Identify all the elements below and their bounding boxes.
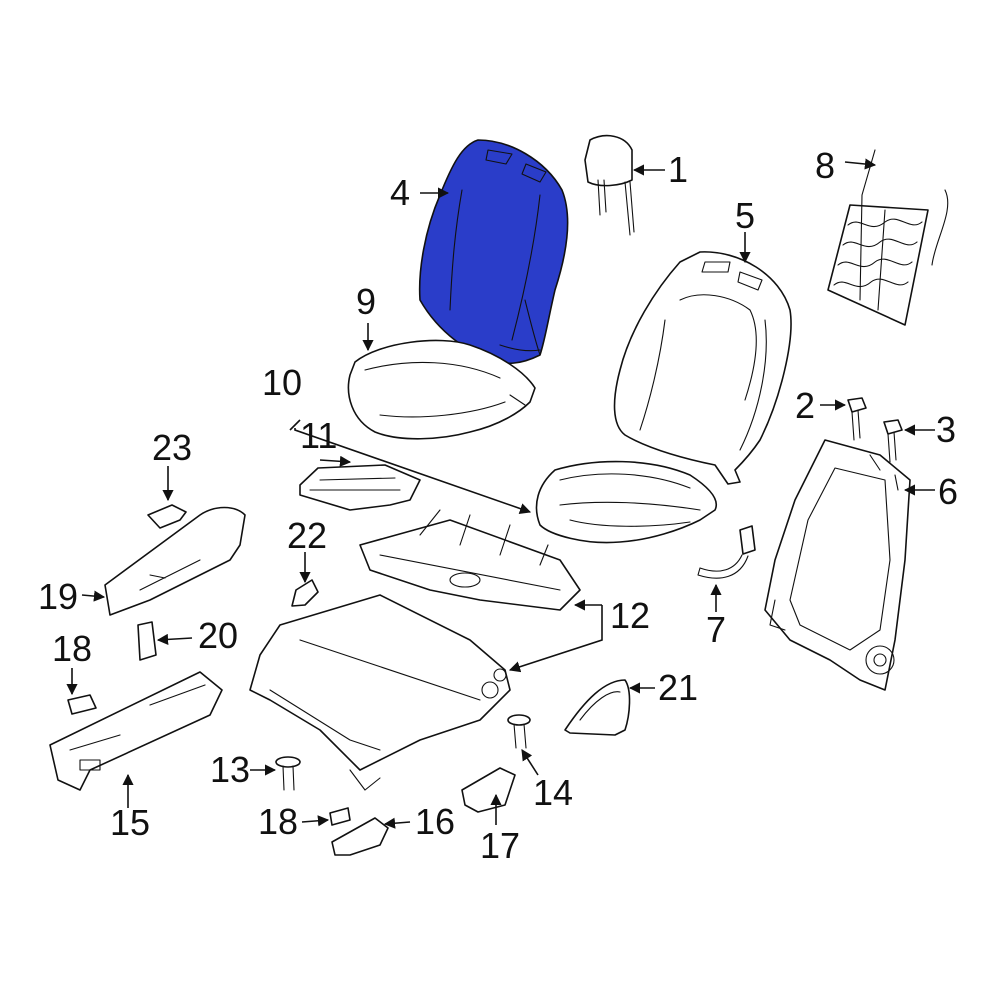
label-17: 17 — [480, 825, 520, 866]
label-2: 2 — [795, 385, 815, 426]
part-16-cover[interactable] — [331, 817, 389, 856]
label-21: 21 — [658, 667, 698, 708]
label-3: 3 — [936, 409, 956, 450]
part-19-side-shield[interactable] — [104, 506, 246, 616]
label-19: 19 — [38, 576, 78, 617]
label-15: 15 — [110, 802, 150, 843]
part-20-bracket[interactable] — [137, 621, 157, 661]
part-15-track-cover[interactable] — [49, 671, 223, 791]
label-6: 6 — [938, 471, 958, 512]
label-12: 12 — [610, 595, 650, 636]
part-6-seat-back-frame[interactable] — [764, 439, 911, 691]
label-18-right: 18 — [258, 801, 298, 842]
label-20: 20 — [198, 615, 238, 656]
leader-lines — [66, 158, 935, 829]
part-9-cushion-cover[interactable] — [347, 339, 536, 440]
part-1-headrest[interactable] — [584, 134, 635, 236]
label-9: 9 — [356, 281, 376, 322]
label-1: 1 — [668, 149, 688, 190]
part-8-lumbar-support[interactable] — [827, 149, 949, 326]
seat-track-assembly[interactable] — [249, 594, 511, 791]
part-4-seat-back-cover[interactable] — [418, 139, 569, 365]
part-13-bolt[interactable] — [275, 756, 301, 791]
part-18-cover-right[interactable] — [329, 807, 351, 826]
part-11-pan[interactable] — [299, 464, 421, 511]
part-14-bolt[interactable] — [507, 714, 531, 749]
label-14: 14 — [533, 772, 573, 813]
label-23: 23 — [152, 427, 192, 468]
label-18-left: 18 — [52, 628, 92, 669]
label-8: 8 — [815, 145, 835, 186]
part-22-clip[interactable] — [291, 579, 319, 607]
label-7: 7 — [706, 609, 726, 650]
part-5-seat-back-pad[interactable] — [613, 251, 792, 485]
part-10-seat-cushion-pad[interactable] — [535, 460, 717, 544]
label-4: 4 — [390, 172, 410, 213]
part-21-recliner-cover[interactable] — [564, 679, 631, 736]
part-17-cover[interactable] — [461, 767, 516, 813]
part-12-seat-frame[interactable] — [359, 509, 581, 611]
part-2-bolt[interactable] — [847, 397, 867, 441]
label-13: 13 — [210, 749, 250, 790]
part-3-bolt[interactable] — [883, 419, 903, 463]
part-7-bracket[interactable] — [697, 525, 756, 579]
label-22: 22 — [287, 515, 327, 556]
label-5: 5 — [735, 195, 755, 236]
part-23-clip[interactable] — [147, 504, 187, 529]
label-16: 16 — [415, 801, 455, 842]
part-18-cover-left[interactable] — [67, 694, 97, 715]
label-10: 10 — [262, 362, 302, 403]
part-labels: 1 4 5 8 9 10 11 12 2 3 6 7 23 19 22 20 1… — [38, 145, 958, 866]
label-11: 11 — [300, 415, 337, 456]
